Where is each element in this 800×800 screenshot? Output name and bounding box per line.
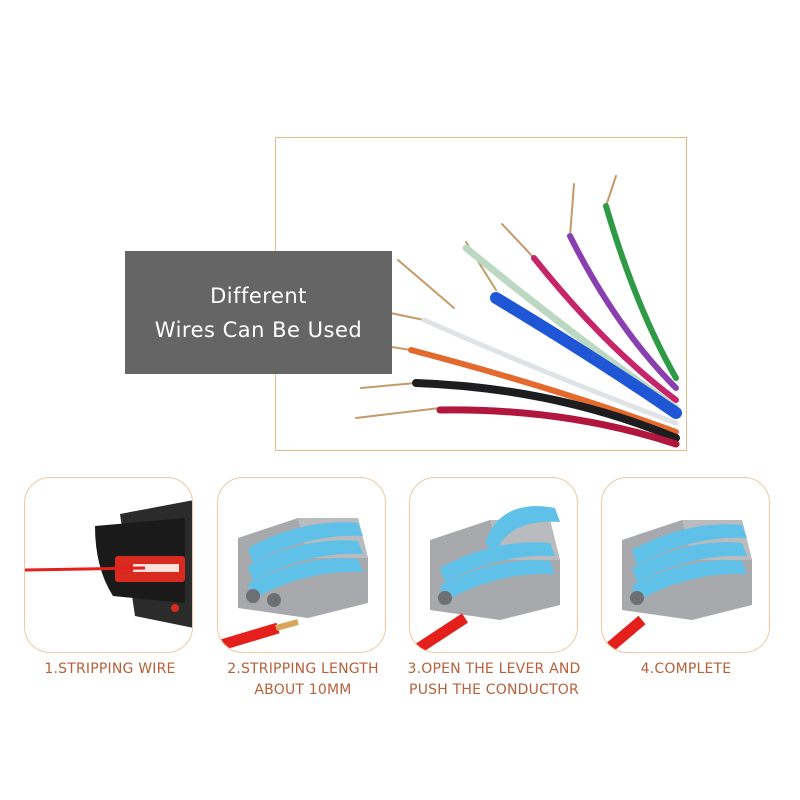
orange-wire <box>408 347 679 435</box>
magenta-wire <box>531 255 679 403</box>
step-card-stripping-length <box>217 477 386 653</box>
step-2-caption: 2.STRIPPING LENGTH ABOUT 10MM <box>203 659 403 701</box>
green-wire <box>603 203 679 381</box>
step-2-caption-line-2: ABOUT 10MM <box>254 682 352 698</box>
wire-bundle-photo <box>355 175 682 448</box>
connector-open-lever-icon <box>410 506 560 652</box>
different-wires-label: Different Wires Can Be Used <box>125 251 392 374</box>
step-3-caption-line-2: PUSH THE CONDUCTOR <box>409 682 579 698</box>
connector-closed-icon <box>218 518 368 652</box>
step-3-caption: 3.OPEN THE LEVER AND PUSH THE CONDUCTOR <box>394 659 594 701</box>
wire-stripper-icon <box>25 500 192 628</box>
step-2-caption-line-1: 2.STRIPPING LENGTH <box>227 661 379 677</box>
step-4-caption: 4.COMPLETE <box>586 659 786 680</box>
step-4-caption-line-1: 4.COMPLETE <box>640 661 732 677</box>
step-card-complete <box>601 477 770 653</box>
white-wire <box>421 317 679 426</box>
step-3-caption-line-1: 3.OPEN THE LEVER AND <box>407 661 581 677</box>
purple-wire <box>567 233 679 391</box>
label-line-1: Different <box>210 283 307 308</box>
step-card-stripping-wire <box>24 477 193 653</box>
red-wire <box>436 406 680 448</box>
step-card-open-lever <box>409 477 578 653</box>
connector-complete-icon <box>602 520 752 652</box>
blue-wire <box>490 292 682 419</box>
black-wire <box>412 379 680 442</box>
label-line-2: Wires Can Be Used <box>154 317 363 342</box>
step-1-caption: 1.STRIPPING WIRE <box>10 659 210 680</box>
step-1-caption-line-1: 1.STRIPPING WIRE <box>44 661 176 677</box>
